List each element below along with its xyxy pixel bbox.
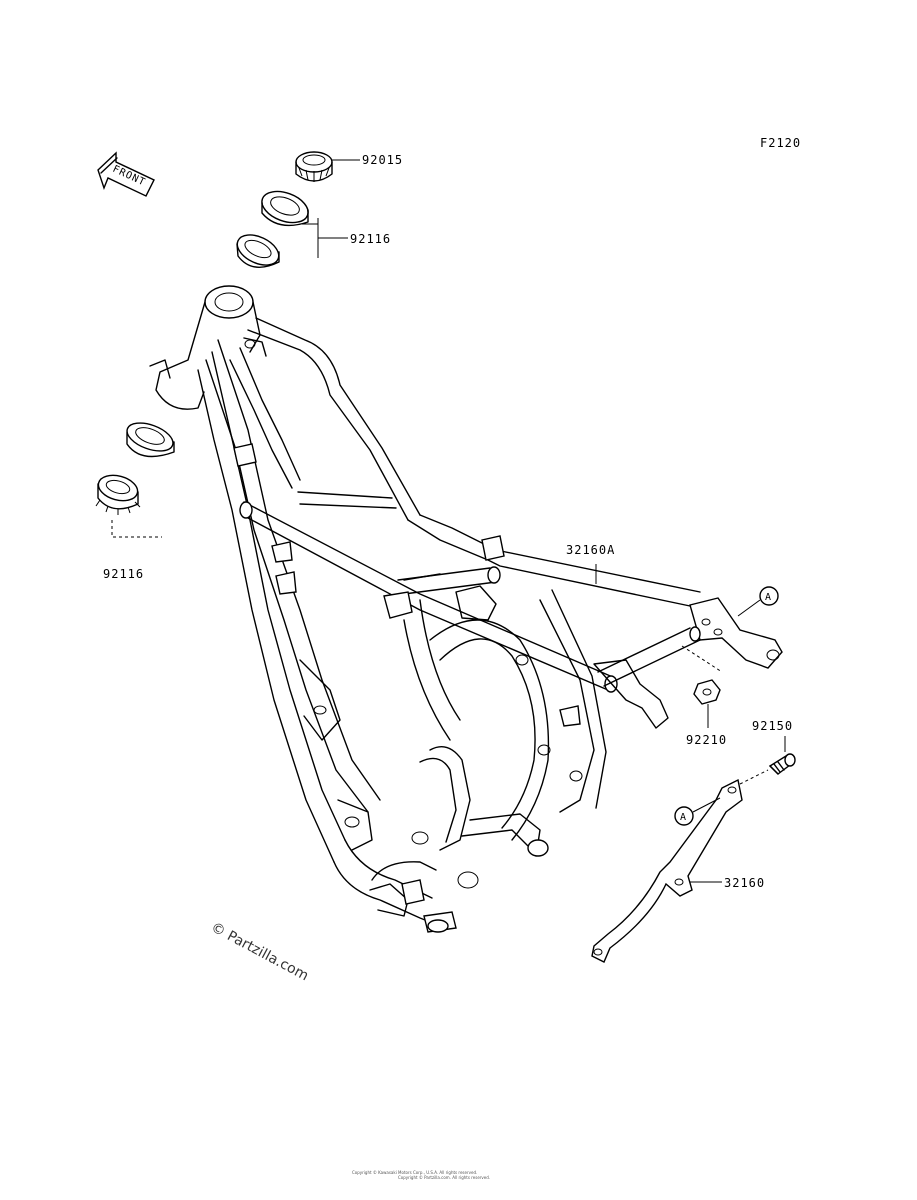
stem-nut-icon [295, 151, 333, 182]
bolt-icon [768, 753, 796, 775]
main-frame-icon [149, 285, 701, 933]
watermark-text: © Partzilla.com [208, 919, 311, 984]
rear-frame-stay-icon [591, 778, 743, 963]
callout-32160: 32160 [724, 876, 765, 890]
collar-nut-icon [693, 679, 721, 705]
footer-line-2: Copyright © Partzilla.com. All rights re… [398, 1175, 490, 1180]
callout-92015: 92015 [362, 153, 403, 167]
callout-92150: 92150 [752, 719, 793, 733]
reference-a-marker-top: A [759, 586, 779, 606]
ref-a-label-bottom: A [680, 812, 687, 823]
lower-race-icon [126, 422, 175, 458]
callout-92116-top: 92116 [350, 232, 391, 246]
reference-a-marker-bottom: A [674, 806, 694, 826]
front-arrow-icon: FRONT [97, 151, 155, 197]
footer-line-1: Copyright © Kawasaki Motors Corp., U.S.A… [352, 1170, 477, 1175]
upper-bearing-icon [261, 190, 309, 227]
callout-92210: 92210 [686, 733, 727, 747]
lower-bearing-icon [95, 474, 141, 515]
upper-race-icon [236, 234, 280, 268]
figure-code: F2120 [760, 136, 801, 150]
callout-92116-left: 92116 [103, 567, 144, 581]
rear-frame-bracket-icon [593, 597, 783, 729]
callout-32160A: 32160A [566, 543, 615, 557]
ref-a-label-top: A [765, 592, 772, 603]
